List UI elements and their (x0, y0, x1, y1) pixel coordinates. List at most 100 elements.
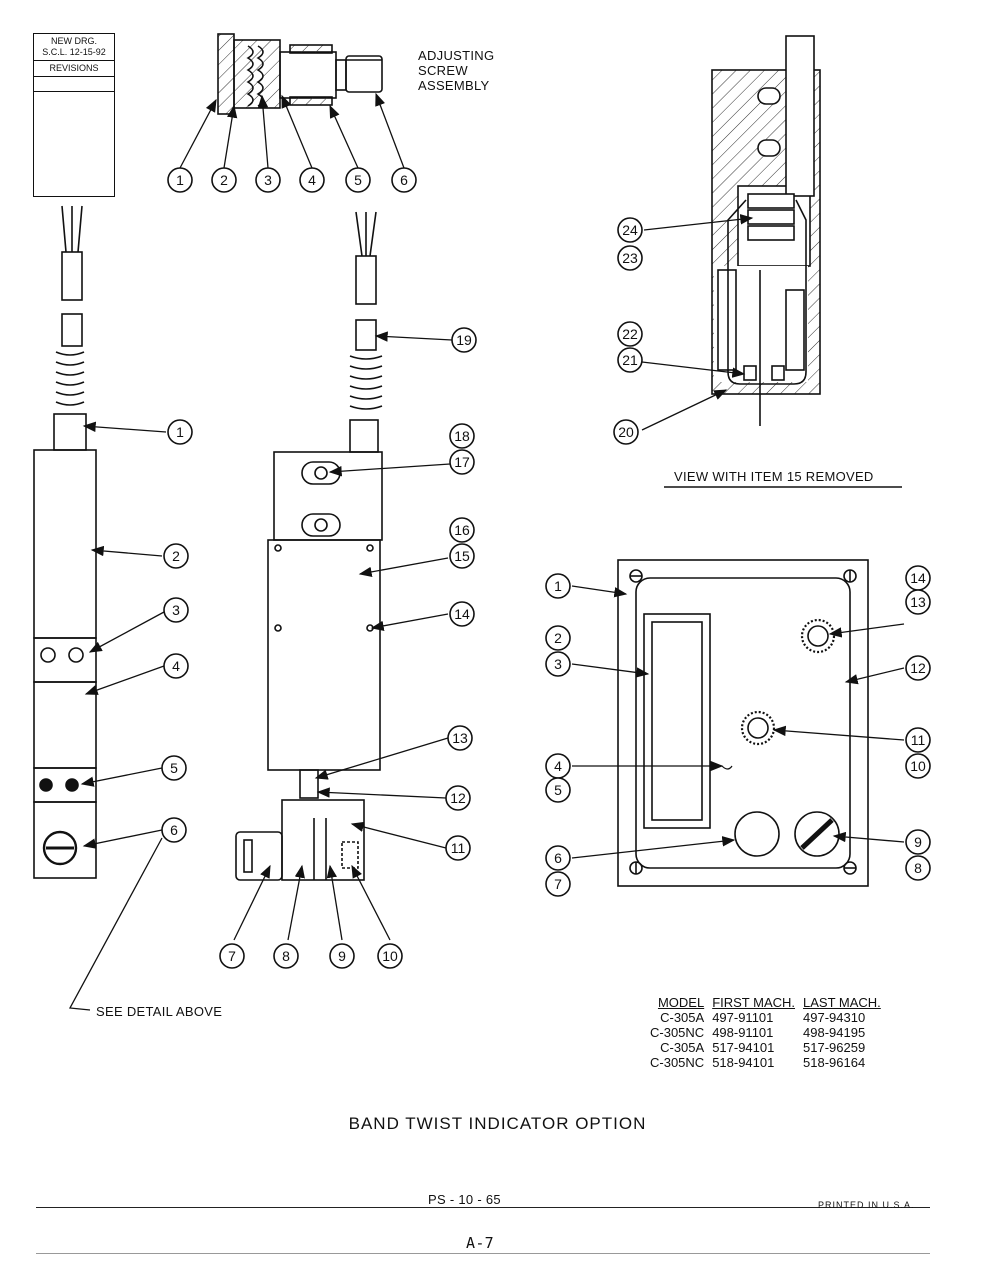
callout-center-label: 8 (282, 948, 290, 964)
callout-panel-right-circle (905, 753, 931, 779)
model-table-header: MODEL FIRST MACH. LAST MACH. (650, 995, 889, 1010)
callout-center-circle (273, 943, 299, 969)
callout-screw-label: 4 (308, 172, 316, 188)
internal-view-drawing (711, 35, 821, 426)
callout-center-label: 12 (450, 790, 466, 806)
callout-left-circle (163, 597, 189, 623)
model-cell: C-305NC (650, 1025, 705, 1040)
header-model: MODEL (657, 995, 705, 1010)
callout-panel-left-label: 5 (554, 782, 562, 798)
callout-panel-left-circle (545, 777, 571, 803)
callout-internal-label: 20 (618, 424, 634, 440)
callout-screw-label: 1 (176, 172, 184, 188)
callout-screw-circle (167, 167, 193, 193)
adjusting-screw-title: ADJUSTING SCREW ASSEMBLY (418, 48, 494, 93)
callout-panel-left-circle (545, 871, 571, 897)
callout-internal-label: 23 (622, 250, 638, 266)
callout-panel-right-label: 14 (910, 570, 926, 586)
callout-panel-right-label: 9 (914, 834, 922, 850)
callout-panel-left-label: 4 (554, 758, 562, 774)
callout-panel-left-label: 1 (554, 578, 562, 594)
page-number: A-7 (466, 1234, 494, 1252)
model-cell: C-305NC (650, 1055, 705, 1070)
table-row: C-305A 517-94101 517-96259 (650, 1040, 889, 1055)
callout-internal-circle (617, 321, 643, 347)
callout-center-circle (447, 725, 473, 751)
callout-left-circle (161, 755, 187, 781)
callout-panel-left-label: 6 (554, 850, 562, 866)
last-mach-cell: 498-94195 (803, 1025, 866, 1040)
model-serial-table: MODEL FIRST MACH. LAST MACH. C-305A 497-… (650, 995, 889, 1070)
table-row: C-305NC 518-94101 518-96164 (650, 1055, 889, 1070)
callout-center-circle (449, 517, 475, 543)
callout-internal-label: 21 (622, 352, 638, 368)
last-mach-cell: 517-96259 (803, 1040, 866, 1055)
callout-center-label: 11 (451, 840, 466, 856)
callout-left-label: 4 (172, 658, 180, 674)
callout-center-label: 14 (454, 606, 470, 622)
left-assembly-leaders (68, 421, 167, 1011)
adjusting-screw-title-line1: ADJUSTING (418, 48, 495, 63)
revisions-label: REVISIONS (34, 61, 114, 77)
callout-panel-right-circle (905, 655, 931, 681)
internal-view-leaders (641, 214, 754, 431)
callout-panel-right-circle (905, 589, 931, 615)
callout-left-label: 3 (172, 602, 180, 618)
callout-panel-right-label: 10 (910, 758, 926, 774)
callout-screw-label: 3 (264, 172, 272, 188)
internal-view-caption: VIEW WITH ITEM 15 REMOVED (674, 469, 874, 484)
callout-internal-circle (617, 217, 643, 243)
callout-panel-left-circle (545, 845, 571, 871)
callout-left-label: 1 (176, 424, 184, 440)
callout-panel-right-circle (905, 727, 931, 753)
callout-panel-right-label: 11 (911, 732, 926, 748)
center-assembly-drawing (235, 211, 383, 881)
callout-center-label: 19 (456, 332, 472, 348)
callout-panel-left-label: 7 (554, 876, 562, 892)
callout-left-circle (163, 653, 189, 679)
callout-center-circle (445, 785, 471, 811)
callout-left-label: 2 (172, 548, 180, 564)
callout-left-label: 5 (170, 760, 178, 776)
page-number-rule (36, 1253, 930, 1254)
callout-center-label: 10 (382, 948, 398, 964)
callout-panel-left-label: 2 (554, 630, 562, 646)
callout-center-circle (449, 449, 475, 475)
page-title: BAND TWIST INDICATOR OPTION (348, 1114, 647, 1133)
callout-internal-circle (613, 419, 639, 445)
callout-center-label: 18 (454, 428, 470, 444)
callout-internal-circle (617, 347, 643, 373)
new-drawing-note: NEW DRG. S.C.L. 12-15-92 (34, 34, 114, 61)
callout-center-label: 7 (228, 948, 236, 964)
callout-screw-label: 5 (354, 172, 362, 188)
see-detail-note: SEE DETAIL ABOVE (96, 1004, 223, 1019)
model-cell: C-305A (660, 1040, 705, 1055)
adjusting-screw-leaders (179, 92, 405, 169)
callout-internal-circle (617, 245, 643, 271)
header-last-mach: LAST MACH. (803, 995, 881, 1010)
callout-screw-circle (299, 167, 325, 193)
callout-internal-label: 22 (622, 326, 638, 342)
front-panel-leaders (571, 585, 905, 859)
callout-left-label: 6 (170, 822, 178, 838)
callout-screw-circle (345, 167, 371, 193)
first-mach-cell: 517-94101 (712, 1040, 775, 1055)
left-assembly-drawing (33, 205, 97, 879)
callout-panel-right-label: 13 (910, 594, 926, 610)
callout-panel-left-circle (545, 573, 571, 599)
table-row: C-305NC 498-91101 498-94195 (650, 1025, 889, 1040)
model-cell: C-305A (660, 1010, 705, 1025)
callout-center-circle (449, 601, 475, 627)
callout-left-circle (167, 419, 193, 445)
center-assembly-leaders (233, 331, 453, 941)
callout-center-label: 16 (454, 522, 470, 538)
front-panel-drawing (617, 559, 869, 887)
callout-panel-left-circle (545, 625, 571, 651)
callout-screw-circle (391, 167, 417, 193)
callout-center-label: 13 (452, 730, 468, 746)
callout-screw-circle (211, 167, 237, 193)
callout-panel-right-circle (905, 855, 931, 881)
callout-left-circle (163, 543, 189, 569)
